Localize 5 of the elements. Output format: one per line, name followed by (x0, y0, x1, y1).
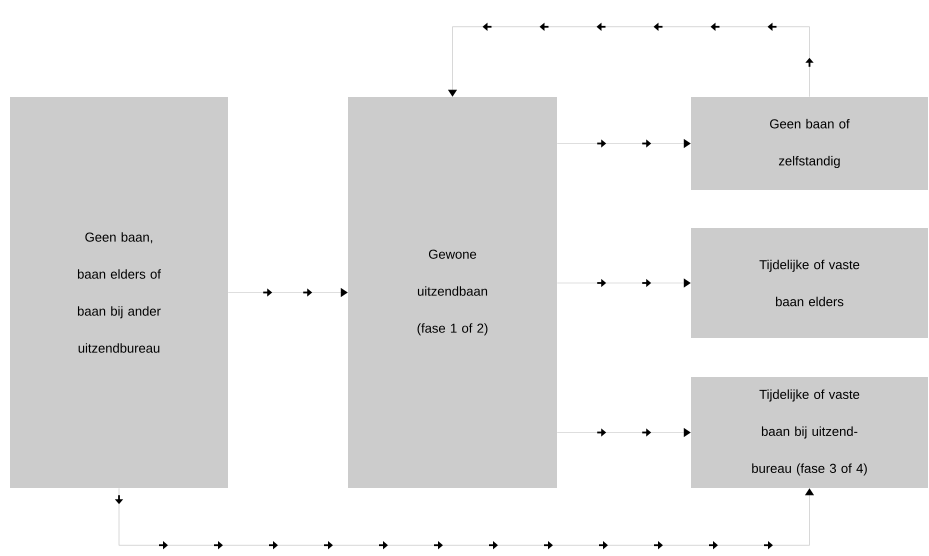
process-box: Gewone uitzendbaan (fase 1 of 2) (348, 97, 557, 488)
process-box: Geen baan of zelfstandig (691, 97, 928, 190)
process-box: Tijdelijke of vaste baan bij uitzend-bureau (fase 3 of 4) (691, 377, 928, 488)
process-box: Tijdelijke of vaste baan elders (691, 228, 928, 338)
process-box: Geen baan, baan elders of baan bij ander uitzendbureau (10, 97, 228, 488)
